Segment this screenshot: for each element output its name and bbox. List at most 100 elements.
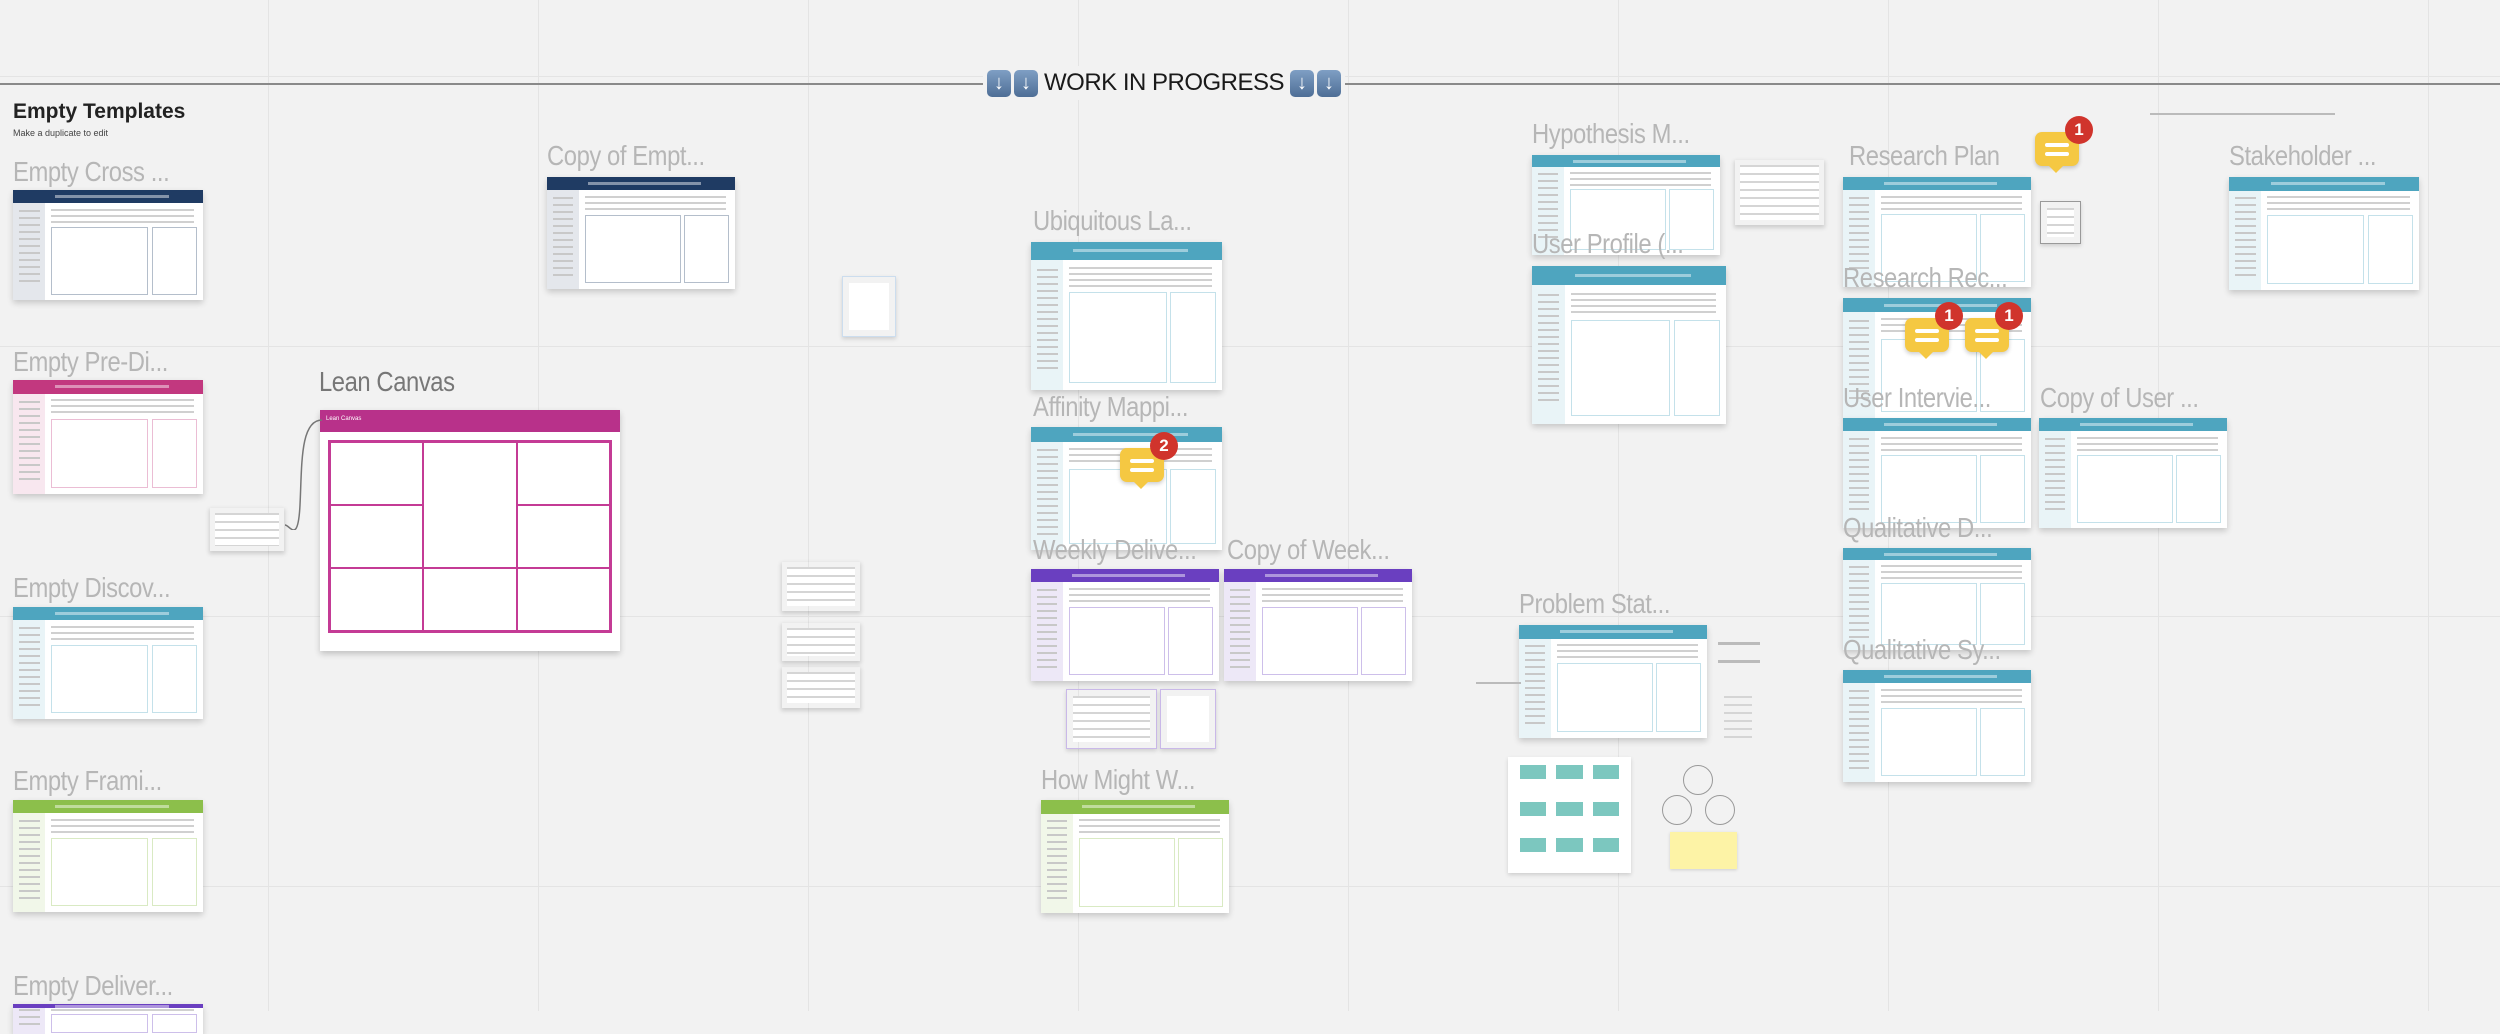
frame-content-box[interactable] (584, 215, 681, 284)
frame-label-user-intervie[interactable]: User Intervie... (1843, 382, 1991, 413)
frame-label-empty-pre-di[interactable]: Empty Pre-Di... (13, 346, 168, 377)
frame-how-might-w[interactable] (1041, 800, 1229, 913)
frame-content-box[interactable] (151, 838, 198, 907)
frame-content-box[interactable] (1669, 189, 1715, 250)
frame-ubiquitous-la[interactable] (1031, 242, 1222, 390)
frame-user-intervie[interactable] (1843, 418, 2031, 528)
circle-shape[interactable] (1683, 765, 1713, 795)
circle-shape[interactable] (1662, 795, 1692, 825)
frame-content-box[interactable] (1880, 455, 1977, 523)
lean-cell[interactable] (516, 568, 610, 631)
frame-content-box[interactable] (151, 1014, 198, 1033)
lean-cell[interactable] (330, 568, 424, 631)
frame-content-box[interactable] (1078, 838, 1175, 908)
frame-empty-deliver[interactable] (13, 1004, 203, 1034)
yellow-note[interactable] (1670, 832, 1737, 869)
frame-label-lean-canvas[interactable]: Lean Canvas (319, 366, 455, 397)
circle-shape[interactable] (1705, 795, 1735, 825)
lean-cell[interactable] (423, 568, 517, 631)
frame-content-box[interactable] (1880, 214, 1977, 282)
lean-cell[interactable] (516, 442, 610, 505)
frame-problem-stat[interactable] (1519, 625, 1707, 738)
frame-content-box[interactable] (1069, 468, 1167, 544)
sticky-note[interactable] (1592, 801, 1619, 816)
comment-icon[interactable]: 1 (1905, 302, 1963, 359)
frame-label-copy-of-user[interactable]: Copy of User ... (2040, 382, 2199, 413)
frame-content-box[interactable] (684, 215, 730, 284)
frame-content-box[interactable] (1168, 607, 1214, 676)
small-card[interactable] (781, 561, 861, 612)
frame-content-box[interactable] (1980, 455, 2026, 523)
frame-empty-frami[interactable] (13, 800, 203, 912)
frame-content-box[interactable] (51, 1014, 148, 1033)
frame-content-box[interactable] (1069, 292, 1167, 383)
frame-user-profile[interactable] (1532, 266, 1726, 424)
small-card[interactable] (781, 666, 861, 709)
frame-label-stakeholder[interactable]: Stakeholder ... (2229, 140, 2377, 171)
frame-research-plan[interactable] (1843, 177, 2031, 287)
lean-canvas-frame[interactable]: Lean Canvas (320, 410, 620, 651)
frame-content-box[interactable] (51, 838, 148, 907)
lean-cell[interactable] (330, 505, 424, 568)
frame-content-box[interactable] (1569, 189, 1666, 250)
frame-label-user-profile[interactable]: User Profile (... (1532, 228, 1684, 259)
frame-content-box[interactable] (1880, 582, 1977, 645)
frame-content-box[interactable] (1170, 292, 1217, 383)
frame-content-box[interactable] (1570, 319, 1670, 417)
frame-label-empty-cross[interactable]: Empty Cross ... (13, 156, 170, 187)
mini-card[interactable] (209, 507, 285, 552)
frame-empty-discov[interactable] (13, 607, 203, 719)
sticky-note[interactable] (1592, 838, 1619, 853)
frame-content-box[interactable] (1980, 708, 2026, 777)
frame-content-box[interactable] (151, 227, 198, 295)
frame-content-box[interactable] (2367, 215, 2414, 285)
comment-icon[interactable]: 1 (2035, 116, 2093, 173)
frame-content-box[interactable] (51, 418, 148, 489)
frame-label-copy-of-week[interactable]: Copy of Week... (1227, 534, 1390, 565)
frame-content-box[interactable] (1170, 468, 1217, 544)
frame-label-ubiquitous-la[interactable]: Ubiquitous La... (1033, 205, 1192, 236)
frame-qualitative-sy[interactable] (1843, 670, 2031, 782)
sticky-note[interactable] (1520, 801, 1547, 816)
frame-label-empty-deliver[interactable]: Empty Deliver... (13, 970, 173, 1001)
frame-content-box[interactable] (1361, 607, 1407, 676)
frame-weekly-delive[interactable] (1031, 569, 1219, 681)
sticky-note[interactable] (1520, 765, 1547, 779)
frame-label-how-might-w[interactable]: How Might W... (1041, 764, 1196, 795)
frame-content-box[interactable] (1880, 708, 1977, 777)
small-card[interactable] (1066, 689, 1157, 749)
frame-content-box[interactable] (1980, 214, 2026, 282)
frame-label-copy-of-empt[interactable]: Copy of Empt... (547, 140, 705, 171)
frame-content-box[interactable] (51, 227, 148, 295)
frame-hypothesis-m[interactable] (1532, 155, 1720, 255)
frame-copy-of-week[interactable] (1224, 569, 1412, 681)
frame-label-hypothesis-m[interactable]: Hypothesis M... (1532, 118, 1690, 149)
frame-label-empty-discov[interactable]: Empty Discov... (13, 572, 171, 603)
frame-empty-pre-di[interactable] (13, 380, 203, 494)
frame-content-box[interactable] (1673, 319, 1721, 417)
lean-cell[interactable] (423, 442, 517, 568)
frame-label-weekly-delive[interactable]: Weekly Delive... (1033, 534, 1197, 565)
frame-label-research-rec[interactable]: Research Rec... (1843, 262, 2008, 293)
frame-content-box[interactable] (1178, 838, 1224, 908)
sticky-note[interactable] (1556, 801, 1583, 816)
small-card[interactable] (1160, 689, 1216, 749)
frame-stakeholder[interactable] (2229, 177, 2419, 290)
frame-content-box[interactable] (151, 645, 198, 714)
frame-empty-cross[interactable] (13, 190, 203, 300)
frame-label-qualitative-sy[interactable]: Qualitative Sy... (1843, 634, 2001, 665)
comment-icon[interactable]: 2 (1120, 432, 1178, 489)
frame-content-box[interactable] (151, 418, 198, 489)
side-card[interactable] (1734, 159, 1825, 226)
sticky-note[interactable] (1520, 838, 1547, 853)
lean-cell[interactable] (330, 442, 424, 505)
small-card[interactable] (781, 622, 861, 662)
frame-content-box[interactable] (2267, 215, 2364, 285)
frame-label-problem-stat[interactable]: Problem Stat... (1519, 588, 1671, 619)
frame-label-empty-frami[interactable]: Empty Frami... (13, 765, 162, 796)
notes-card[interactable] (1718, 690, 1758, 750)
frame-content-box[interactable] (1261, 607, 1358, 676)
frame-copy-of-user[interactable] (2039, 418, 2227, 528)
side-card[interactable] (2040, 201, 2081, 244)
frame-content-box[interactable] (1656, 663, 1702, 733)
